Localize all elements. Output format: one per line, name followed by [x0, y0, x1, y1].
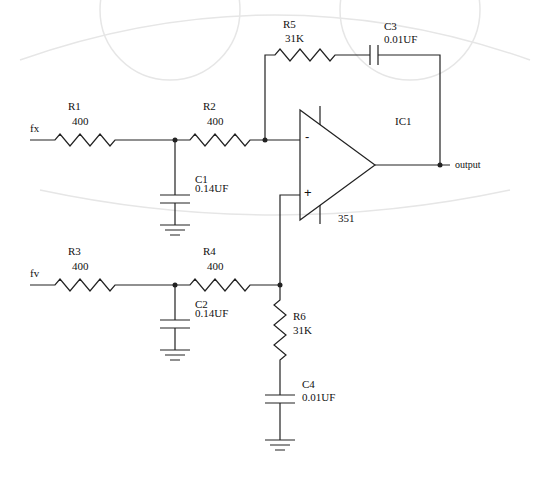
part-name: C3: [384, 20, 397, 33]
signal-name: fv: [30, 267, 39, 280]
part-name: R4: [203, 245, 216, 258]
junction-dots: [173, 138, 443, 288]
pin-sign: -: [305, 130, 309, 143]
part-value: 0.01UF: [384, 33, 417, 46]
part-value: 31K: [285, 32, 304, 45]
wires: [30, 45, 450, 450]
part-name: R1: [68, 100, 81, 113]
part-value: 31K: [293, 324, 312, 337]
part-value: 400: [72, 115, 89, 128]
part-name: R2: [203, 100, 216, 113]
watermark: [20, 0, 530, 215]
part-name: IC1: [395, 115, 412, 128]
part-name: R3: [68, 245, 81, 258]
part-number: 351: [338, 212, 355, 225]
part-value: 400: [72, 260, 89, 273]
part-value: 0.14UF: [195, 307, 228, 320]
part-name: R5: [283, 18, 296, 31]
signal-name: fx: [30, 122, 39, 135]
part-name: R6: [293, 310, 306, 323]
part-value: 400: [207, 115, 224, 128]
pin-sign: +: [304, 186, 312, 199]
part-name: C4: [302, 378, 315, 391]
part-value: 0.01UF: [302, 391, 335, 404]
signal-name: output: [455, 158, 481, 171]
part-value: 400: [207, 260, 224, 273]
part-value: 0.14UF: [195, 182, 228, 195]
